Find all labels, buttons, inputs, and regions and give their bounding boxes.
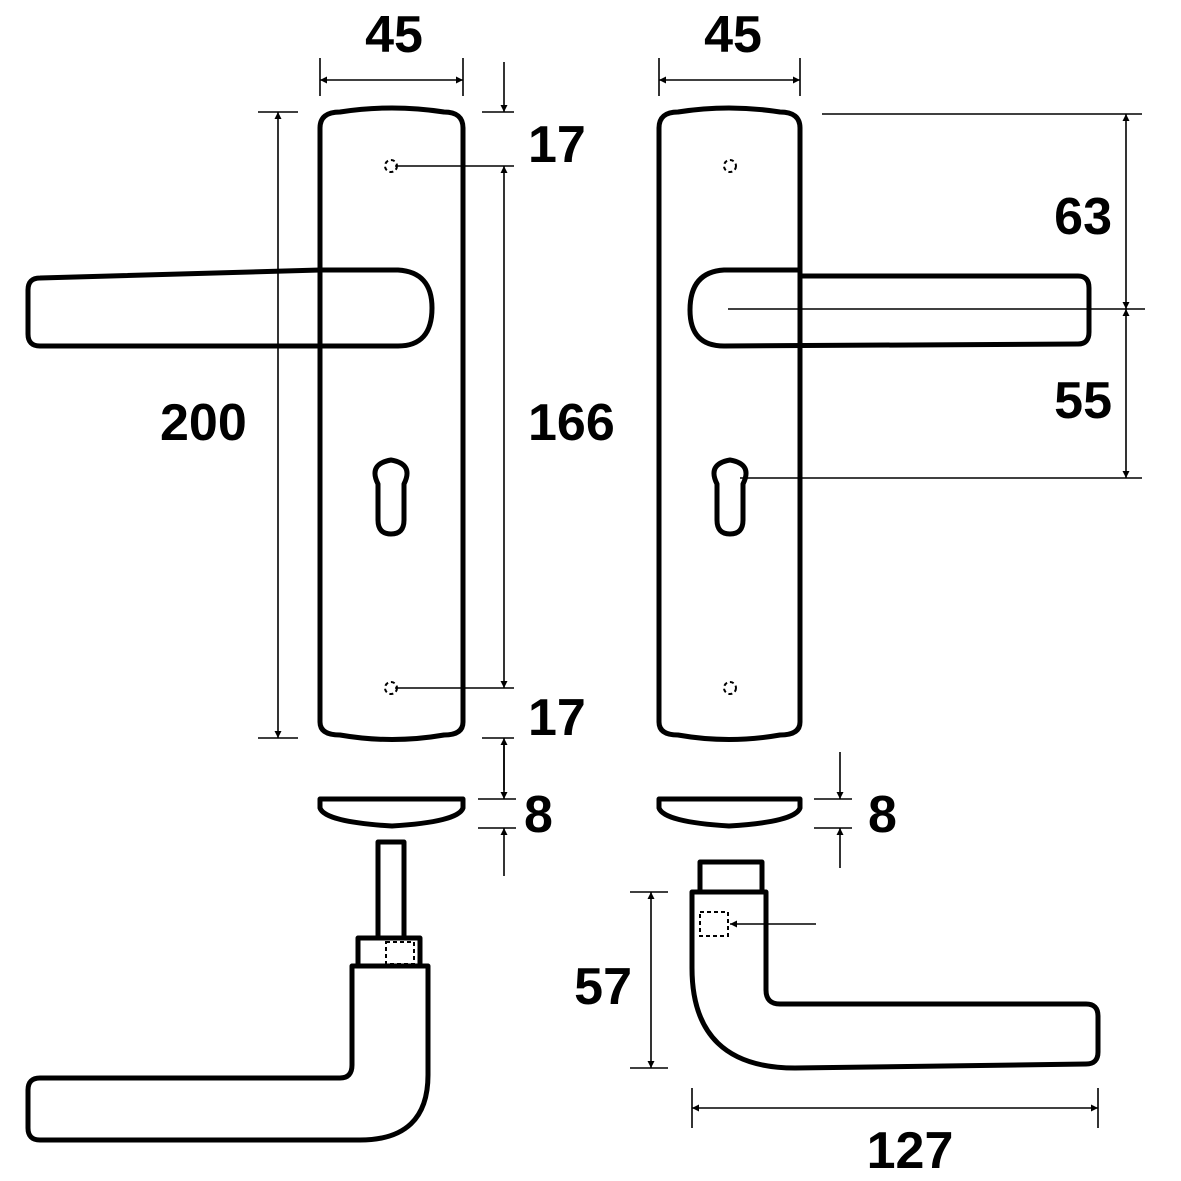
right-spindle-bore-hidden bbox=[699, 911, 729, 937]
dimension-labels: 45 45 17 166 17 200 63 55 8 8 57 127 bbox=[160, 6, 1112, 1180]
left-keyhole bbox=[372, 457, 410, 537]
left-spindle-bore-hidden bbox=[385, 941, 415, 965]
left-spindle bbox=[375, 839, 407, 941]
dim-label-spindle-to-top: 63 bbox=[1054, 188, 1112, 246]
dimension-lines bbox=[258, 58, 1142, 1128]
right-front-view bbox=[656, 105, 1145, 742]
dim-label-spindle-to-keyhole: 55 bbox=[1054, 372, 1112, 430]
dim-label-right-plate-width: 45 bbox=[704, 6, 762, 64]
left-lever-profile bbox=[25, 963, 431, 1143]
right-plate-edge-view bbox=[656, 796, 803, 829]
right-lever-front bbox=[687, 267, 1092, 349]
dim-label-top-screw-offset: 17 bbox=[528, 116, 586, 174]
dim-label-screw-spacing: 166 bbox=[528, 394, 615, 452]
left-backplate bbox=[317, 105, 466, 742]
right-backplate bbox=[656, 105, 803, 742]
dim-label-plate-height: 200 bbox=[160, 394, 247, 452]
left-plate-edge-view bbox=[317, 796, 466, 829]
right-bottom-screw-hole bbox=[723, 681, 737, 695]
dim-label-lever-projection: 127 bbox=[867, 1122, 954, 1180]
dim-label-bottom-screw-offset: 17 bbox=[528, 689, 586, 747]
dim-label-left-thickness: 8 bbox=[524, 786, 553, 844]
right-keyhole bbox=[711, 457, 749, 537]
right-side-view bbox=[689, 859, 1101, 1071]
right-lever-profile bbox=[689, 889, 1101, 1071]
right-top-screw-hole bbox=[723, 159, 737, 173]
dim-label-left-plate-width: 45 bbox=[365, 6, 423, 64]
dim-label-right-thickness: 8 bbox=[868, 786, 897, 844]
right-rose-collar bbox=[697, 859, 765, 895]
left-side-view bbox=[25, 839, 431, 1143]
left-lever-front bbox=[25, 267, 435, 349]
dim-label-lever-height: 57 bbox=[574, 958, 632, 1016]
left-front-view bbox=[25, 105, 466, 742]
